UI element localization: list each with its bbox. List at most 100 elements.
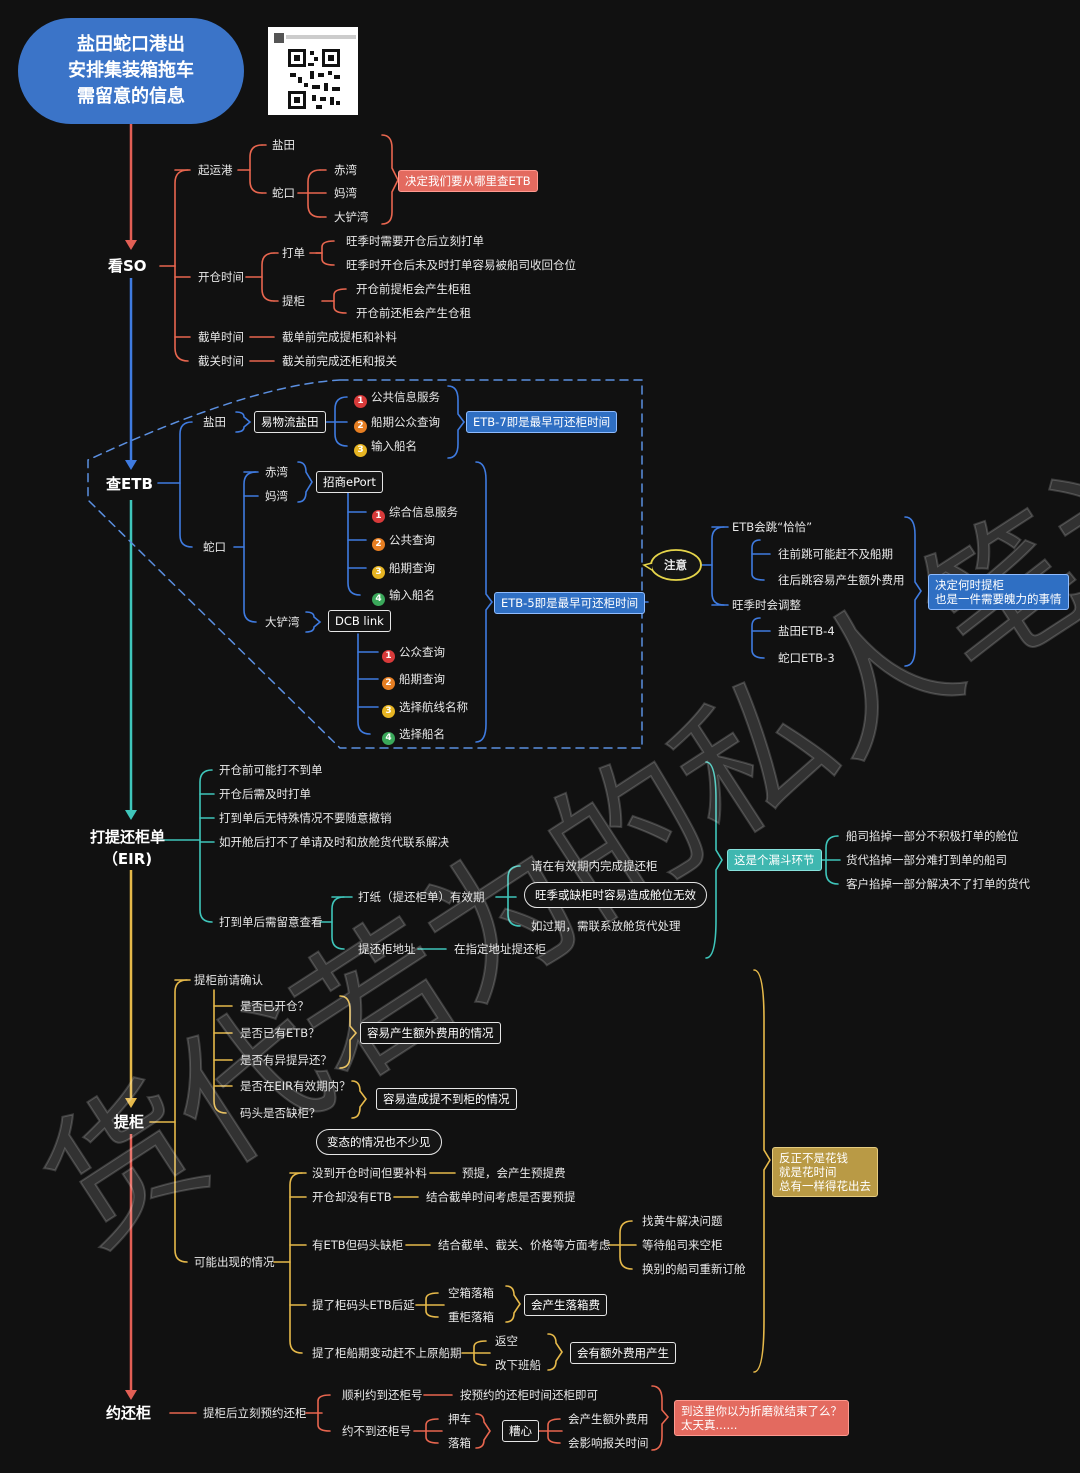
dcb-link-box: DCB link bbox=[328, 610, 391, 632]
ret-ok-1: 按预约的还柜时间还柜即可 bbox=[460, 1388, 598, 1402]
ywl-yantian-box: 易物流盐田 bbox=[254, 411, 326, 433]
etb-peak: 旺季时会调整 bbox=[732, 598, 801, 612]
end-note: 到这里你以为折磨就结束了么？ 太天真...... bbox=[674, 1400, 849, 1436]
eir-e: 打到单后需留意查看 bbox=[219, 915, 323, 929]
attention-label: 注意 bbox=[664, 558, 687, 572]
pick-confirm: 提柜前请确认 bbox=[194, 973, 263, 987]
eir-c: 打到单后无特殊情况不要随意撤销 bbox=[219, 811, 392, 825]
etb-shekou-note: ETB-5即是最早可还柜时间 bbox=[494, 592, 646, 614]
ret-tired: 糟心 bbox=[502, 1420, 539, 1442]
pick-p3b3: 换别的船司重新订舱 bbox=[642, 1262, 746, 1276]
eir-l2: 货代掐掉一部分难打到单的船司 bbox=[846, 853, 1007, 867]
so-daidan: 打单 bbox=[282, 246, 305, 260]
cm-eport-box: 招商ePort bbox=[316, 471, 383, 493]
pick-p2: 开仓却没有ETB bbox=[312, 1190, 392, 1204]
so-port: 起运港 bbox=[198, 163, 233, 177]
pick-p4b: 重柜落箱 bbox=[448, 1310, 494, 1324]
so-daidan-2: 旺季时开仓后未及时打单容易被船司收回仓位 bbox=[346, 258, 576, 272]
so-mawan: 妈湾 bbox=[334, 186, 357, 200]
qr-code-image bbox=[268, 27, 358, 115]
decide-note: 决定何时提柜 也是一件需要魄力的事情 bbox=[928, 574, 1069, 610]
etb-mawan: 妈湾 bbox=[265, 489, 288, 503]
eir-b: 开仓后需及时打单 bbox=[219, 787, 311, 801]
so-tigui-1: 开仓前提柜会产生柜租 bbox=[356, 282, 471, 296]
pick-p5b: 改下班船 bbox=[495, 1358, 541, 1372]
pick-q3: 是否有异提异还？ bbox=[240, 1053, 332, 1067]
pick-note-2: 容易造成提不到柜的情况 bbox=[376, 1088, 517, 1110]
etb-peak-2: 蛇口ETB-3 bbox=[778, 651, 835, 665]
pick-p3: 有ETB但码头缺柜 bbox=[312, 1238, 404, 1252]
so-cut-doc: 截单时间 bbox=[198, 330, 244, 344]
ret-t1: 会产生额外费用 bbox=[568, 1412, 649, 1426]
ret-ok: 顺利约到还柜号 bbox=[342, 1388, 423, 1402]
stage-return: 约还柜 bbox=[106, 1404, 152, 1422]
etb-chiwan: 赤湾 bbox=[265, 465, 288, 479]
pick-p1: 没到开仓时间但要补料 bbox=[312, 1166, 427, 1180]
etb-dachan: 大铲湾 bbox=[265, 615, 300, 629]
pick-q4: 是否在EIR有效期内？ bbox=[240, 1079, 351, 1093]
ret-fail: 约不到还柜号 bbox=[342, 1424, 411, 1438]
so-daidan-1: 旺季时需要开仓后立刻打单 bbox=[346, 234, 484, 248]
etb-shekou: 蛇口 bbox=[203, 540, 226, 554]
so-yantian: 盐田 bbox=[272, 138, 295, 152]
pick-p3a: 结合截单、截关、价格等方面考虑 bbox=[438, 1238, 611, 1252]
so-open-time: 开仓时间 bbox=[198, 270, 244, 284]
eir-a: 开仓前可能打不到单 bbox=[219, 763, 323, 777]
pick-changes: 变态的情况也不少见 bbox=[316, 1129, 442, 1155]
pick-possible: 可能出现的情况 bbox=[194, 1255, 275, 1269]
so-tigui: 提柜 bbox=[282, 294, 305, 308]
money-note: 反正不是花钱 就是花时间 总有一样得花出去 bbox=[772, 1147, 878, 1197]
stage-eir: 打提还柜单 （EIR) bbox=[90, 828, 166, 868]
so-shekou: 蛇口 bbox=[272, 186, 295, 200]
pick-p2a: 结合截单时间考虑是否要预提 bbox=[426, 1190, 576, 1204]
so-dachan: 大铲湾 bbox=[334, 210, 369, 224]
eir-valid-3: 如过期，需联系放舱货代处理 bbox=[531, 919, 681, 933]
stage-check-etb: 查ETB bbox=[106, 475, 153, 493]
ret-f2: 落箱 bbox=[448, 1436, 471, 1450]
pick-p1a: 预提，会产生预提费 bbox=[462, 1166, 566, 1180]
pick-p5: 提了柜船期变动赶不上原船期 bbox=[312, 1346, 462, 1360]
pick-note-5: 会有额外费用产生 bbox=[570, 1342, 676, 1364]
pick-p5a: 返空 bbox=[495, 1334, 518, 1348]
eir-valid-1: 请在有效期内完成提还柜 bbox=[531, 859, 658, 873]
pick-note-1: 容易产生额外费用的情况 bbox=[360, 1022, 501, 1044]
pick-p3b2: 等待船司来空柜 bbox=[642, 1238, 723, 1252]
eir-l3: 客户掐掉一部分解决不了打单的货代 bbox=[846, 877, 1030, 891]
eir-address-1: 在指定地址提还柜 bbox=[454, 942, 546, 956]
eir-d: 如开舱后打不了单请及时和放舱货代联系解决 bbox=[219, 835, 449, 849]
etb-jump-1: 往前跳可能赶不及船期 bbox=[778, 547, 893, 561]
so-tigui-2: 开仓前还柜会产生仓租 bbox=[356, 306, 471, 320]
stage-pickup: 提柜 bbox=[114, 1113, 145, 1131]
eir-valid: 打纸（提还柜单）有效期 bbox=[358, 890, 485, 904]
so-chiwan: 赤湾 bbox=[334, 163, 357, 177]
eir-valid-2: 旺季或缺柜时容易造成舱位无效 bbox=[524, 882, 707, 908]
eir-l1: 船司掐掉一部分不积极打单的舱位 bbox=[846, 829, 1019, 843]
loophole-note: 这是个漏斗环节 bbox=[727, 849, 822, 871]
pick-p4: 提了柜码头ETB后延 bbox=[312, 1298, 415, 1312]
pick-q2: 是否已有ETB？ bbox=[240, 1026, 320, 1040]
ret-t2: 会影响报关时间 bbox=[568, 1436, 649, 1450]
etb-jump-2: 往后跳容易产生额外费用 bbox=[778, 573, 905, 587]
ret-a: 提柜后立刻预约还柜 bbox=[203, 1406, 307, 1420]
etb-yantian-note: ETB-7即是最早可还柜时间 bbox=[466, 411, 618, 433]
so-cut-cy: 截关时间 bbox=[198, 354, 244, 368]
ret-f1: 押车 bbox=[448, 1412, 471, 1426]
so-cut-doc-1: 截单前完成提柜和补料 bbox=[282, 330, 397, 344]
etb-peak-1: 盐田ETB-4 bbox=[778, 624, 835, 638]
etb-yantian: 盐田 bbox=[203, 415, 226, 429]
so-cut-cy-1: 截关前完成还柜和报关 bbox=[282, 354, 397, 368]
port-note: 决定我们要从哪里查ETB bbox=[398, 170, 538, 192]
pick-q5: 码头是否缺柜？ bbox=[240, 1106, 321, 1120]
stage-so: 看SO bbox=[108, 257, 147, 275]
